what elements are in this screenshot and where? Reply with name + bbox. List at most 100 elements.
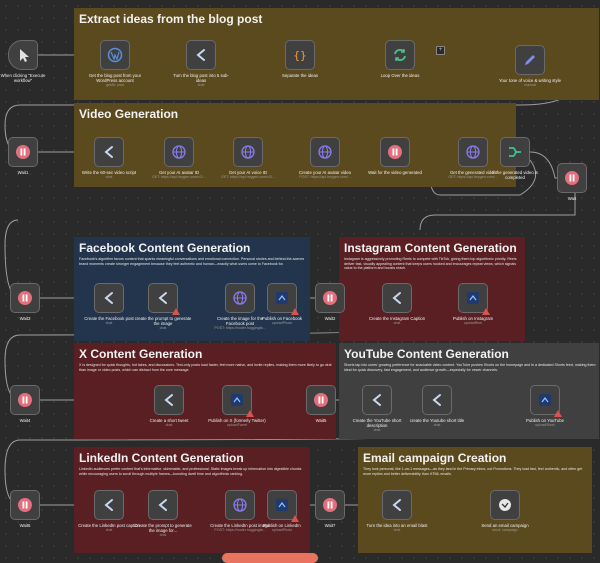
node-subtitle: chat xyxy=(373,428,381,432)
node-wait-video[interactable] xyxy=(380,137,410,167)
node-avatar-id[interactable] xyxy=(164,137,194,167)
node-email-blast[interactable] xyxy=(382,490,412,520)
node-wait6[interactable] xyxy=(10,490,40,520)
node-wait4[interactable] xyxy=(10,385,40,415)
node-label: Wait4 xyxy=(0,418,56,423)
node-label: Get the blog post from your WordPress ac… xyxy=(84,73,146,88)
chain-icon xyxy=(104,499,113,511)
node-label: Wait xyxy=(541,196,600,201)
node-li-image[interactable] xyxy=(225,490,255,520)
node-label: Wait1 xyxy=(0,170,54,175)
node-label: Create the prompt to generate the image … xyxy=(132,523,194,538)
globe-icon xyxy=(241,145,255,159)
node-tone[interactable] xyxy=(515,45,545,75)
node-get-blog[interactable] xyxy=(100,40,130,70)
node-title: Wait2 xyxy=(324,316,336,321)
node-subtitle: uploadTweet xyxy=(226,423,248,427)
pause-icon xyxy=(388,145,402,159)
node-yt-desc[interactable] xyxy=(362,385,392,415)
node-title: Create your AI avatar video xyxy=(298,170,352,175)
chain-icon xyxy=(104,292,113,304)
globe-icon xyxy=(233,291,247,305)
node-fb-publish[interactable] xyxy=(267,283,299,315)
node-subtitle: getAll: post xyxy=(106,83,124,87)
node-li-publish[interactable] xyxy=(267,490,299,522)
node-wait2[interactable] xyxy=(315,283,345,313)
node-fb-prompt[interactable] xyxy=(148,283,180,315)
node-title: Wait3 xyxy=(19,316,31,321)
node-title: create the prompt to generate the image xyxy=(134,316,192,326)
node-fb-post[interactable] xyxy=(94,283,124,313)
node-title: Loop Over the ideas xyxy=(380,73,420,78)
node-title: Create the Instagram Caption xyxy=(368,316,426,321)
node-get-video[interactable] xyxy=(458,137,488,167)
node-script[interactable] xyxy=(94,137,124,167)
node-title: Wait6 xyxy=(19,523,31,528)
node-label: Loop Over the ideas xyxy=(369,73,431,78)
pause-icon xyxy=(16,145,30,159)
upload-icon xyxy=(276,499,288,511)
node-title: Create the LinkedIn post image xyxy=(210,523,270,528)
node-if-video[interactable] xyxy=(500,137,530,167)
node-fb-image[interactable] xyxy=(225,283,255,313)
node-wait7[interactable] xyxy=(315,490,345,520)
chain-icon xyxy=(158,499,167,511)
node-voice-id[interactable] xyxy=(233,137,263,167)
node-subtitle: GET: https://api.heygen.com/... xyxy=(448,175,498,179)
warning-icon xyxy=(482,308,490,315)
execute-workflow-button[interactable] xyxy=(222,553,318,563)
add-node-plus-icon[interactable]: + xyxy=(436,46,445,55)
node-title: Publish on LinkedIn xyxy=(263,523,301,528)
node-li-prompt[interactable] xyxy=(148,490,178,520)
node-subtitle: chat xyxy=(165,423,173,427)
node-trigger[interactable] xyxy=(8,40,38,70)
node-title: Wait5 xyxy=(315,418,327,423)
section-title: Facebook Content Generation xyxy=(79,241,251,255)
node-subtitle: chat xyxy=(105,175,113,179)
upload-icon xyxy=(467,292,479,304)
node-ig-caption[interactable] xyxy=(382,283,412,313)
node-subtitle: chat xyxy=(105,321,113,325)
node-turn-ideas[interactable] xyxy=(186,40,216,70)
node-label: Wait6 xyxy=(0,523,56,528)
node-wait1[interactable] xyxy=(8,137,38,167)
node-loop[interactable] xyxy=(385,40,415,70)
node-subtitle: send: campaign xyxy=(492,528,518,532)
node-x-publish[interactable] xyxy=(222,385,254,417)
pencil-icon xyxy=(525,55,535,65)
node-yt-title[interactable] xyxy=(422,385,452,415)
node-wait3[interactable] xyxy=(10,283,40,313)
pause-icon xyxy=(18,393,32,407)
node-title: Create the YouTube short description xyxy=(352,418,402,428)
node-subtitle: chat xyxy=(433,423,441,427)
node-wait[interactable] xyxy=(557,163,587,193)
node-tweet[interactable] xyxy=(154,385,184,415)
node-separate[interactable]: {} xyxy=(285,40,315,70)
section-title: LinkedIn Content Generation xyxy=(79,451,244,465)
node-subtitle: chat xyxy=(197,83,205,87)
node-title: Create the prompt to generate the image … xyxy=(134,523,192,533)
node-subtitle: manual xyxy=(524,83,536,87)
node-email-send[interactable] xyxy=(490,490,520,520)
chain-icon xyxy=(196,49,205,61)
node-label: When clicking "Execute workflow" xyxy=(0,73,54,83)
chain-icon xyxy=(158,292,167,304)
node-ig-publish[interactable] xyxy=(458,283,490,315)
node-title: Publish on YouTube xyxy=(525,418,565,423)
chain-icon xyxy=(392,292,401,304)
upload-icon xyxy=(539,394,551,406)
section-description: Instagram is aggressively promoting Reel… xyxy=(344,257,517,271)
node-title: Publish on Facebook xyxy=(261,316,303,321)
node-create-video[interactable] xyxy=(310,137,340,167)
pause-icon xyxy=(18,291,32,305)
node-li-caption[interactable] xyxy=(94,490,124,520)
node-title: When clicking "Execute workflow" xyxy=(0,73,46,83)
node-wait5[interactable] xyxy=(306,385,336,415)
node-yt-publish[interactable] xyxy=(530,385,562,417)
section-description: LinkedIn audiences prefer content that's… xyxy=(79,467,302,476)
